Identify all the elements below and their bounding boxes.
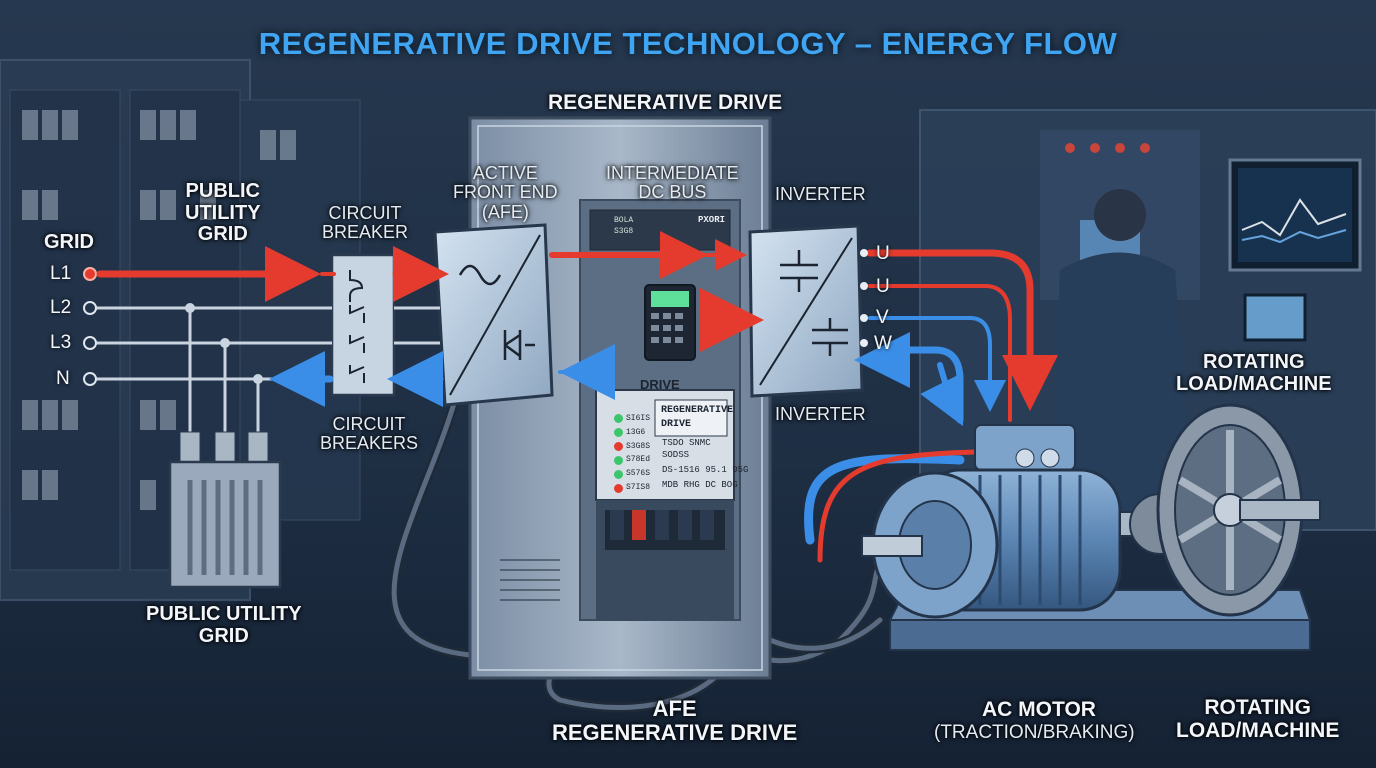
phase-label-v: V <box>876 307 889 328</box>
phase-label-n: N <box>56 368 70 389</box>
ac-symbol-icon <box>458 264 502 286</box>
afe-module <box>433 223 554 407</box>
phase-label-l2: L2 <box>50 297 72 318</box>
label-ac-motor-subtitle: (TRACTION/BRAKING) <box>934 722 1135 743</box>
capacitor-symbol-icon <box>780 250 848 356</box>
igbt-symbol-icon <box>503 330 535 360</box>
circuit-breaker-module <box>330 253 396 397</box>
forward-flow-arrow-motor-u <box>866 249 1058 411</box>
rotating-load-flywheel <box>1156 403 1321 617</box>
ac-motor <box>861 424 1312 651</box>
page-title: REGENERATIVE DRIVE TECHNOLOGY – ENERGY F… <box>258 26 1118 61</box>
inverter-module <box>748 224 864 398</box>
phase-label-l1: L1 <box>50 263 72 284</box>
label-regenerative-drive-top: REGENERATIVE DRIVE <box>548 91 783 114</box>
label-inverter-top: INVERTER <box>775 184 866 204</box>
label-public-utility-grid-top: PUBLIC UTILITY GRID <box>185 180 261 246</box>
label-inverter-bottom: INVERTER <box>775 404 866 424</box>
phase-label-l3: L3 <box>50 332 72 353</box>
background-control-room-right <box>919 109 1376 531</box>
label-ac-motor: AC MOTOR <box>982 698 1096 721</box>
grid-transformer <box>168 431 282 589</box>
phase-label-u2: U <box>876 276 890 297</box>
label-grid: GRID <box>44 231 94 253</box>
label-drive: DRIVE <box>640 377 680 392</box>
energy-flow-arrows <box>96 231 1058 427</box>
cabinet-plate: PXORI <box>698 215 726 225</box>
phase-label-w: W <box>874 333 892 354</box>
phase-label-u1: U <box>876 243 890 264</box>
